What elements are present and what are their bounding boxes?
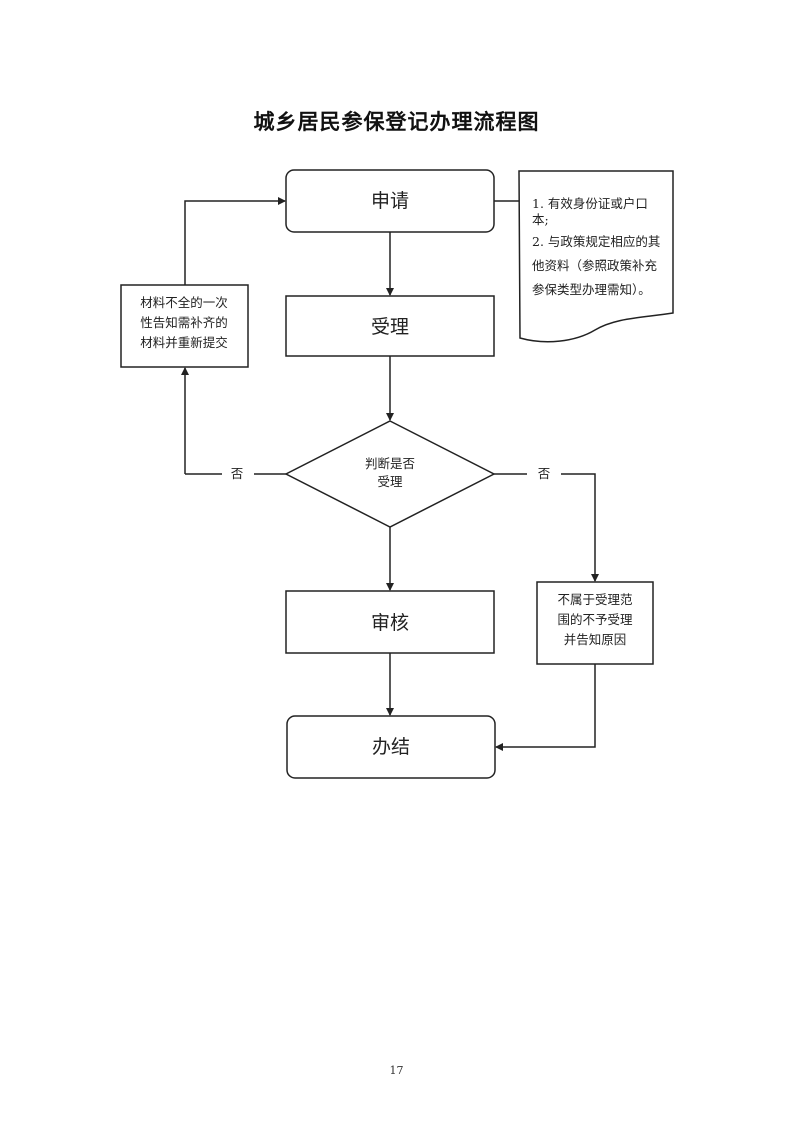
not-in-scope-line-1: 不属于受理范 <box>557 592 632 607</box>
arrow-resubmit-to-apply <box>184 197 286 285</box>
required-documents-line-4: 他资料（参照政策补充 <box>532 258 657 273</box>
arrow-to-not-in-scope <box>561 473 599 582</box>
required-documents-line-3: 2. 与政策规定相应的其 <box>532 234 660 249</box>
arrow-not-in-scope-to-complete <box>495 664 596 751</box>
document-title: 城乡居民参保登记办理流程图 <box>253 110 540 134</box>
decision-label-line-1: 判断是否 <box>365 456 415 471</box>
required-documents-line-5: 参保类型办理需知）。 <box>532 282 651 297</box>
materials-incomplete-line-3: 材料并重新提交 <box>140 335 228 350</box>
node-review: 审核 <box>285 590 495 654</box>
not-in-scope-line-2: 围的不予受理 <box>557 612 633 627</box>
required-documents-line-1: 1. 有效身份证或户口 <box>532 196 648 211</box>
decision-label-line-2: 受理 <box>377 474 403 489</box>
page-number: 17 <box>389 1064 404 1077</box>
node-review-label: 审核 <box>371 612 409 634</box>
node-not-in-scope: 不属于受理范 围的不予受理 并告知原因 <box>536 581 654 665</box>
node-decision: 判断是否 受理 <box>284 420 496 528</box>
node-materials-incomplete: 材料不全的一次 性告知需补齐的 材料并重新提交 <box>120 284 249 368</box>
node-accept: 受理 <box>285 295 495 357</box>
node-complete-label: 办结 <box>372 736 410 758</box>
edge-label-no-right: 否 <box>538 466 551 481</box>
node-accept-label: 受理 <box>371 316 409 338</box>
node-complete: 办结 <box>286 715 496 779</box>
edge-label-no-left: 否 <box>231 466 244 481</box>
node-required-documents: 1. 有效身份证或户口 本; 2. 与政策规定相应的其 他资料（参照政策补充 参… <box>518 170 674 343</box>
required-documents-line-2: 本; <box>532 212 549 227</box>
node-apply-label: 申请 <box>371 190 409 212</box>
node-apply: 申请 <box>285 169 495 233</box>
materials-incomplete-line-1: 材料不全的一次 <box>140 295 228 310</box>
not-in-scope-line-3: 并告知原因 <box>564 632 627 647</box>
materials-incomplete-line-2: 性告知需补齐的 <box>140 315 228 330</box>
